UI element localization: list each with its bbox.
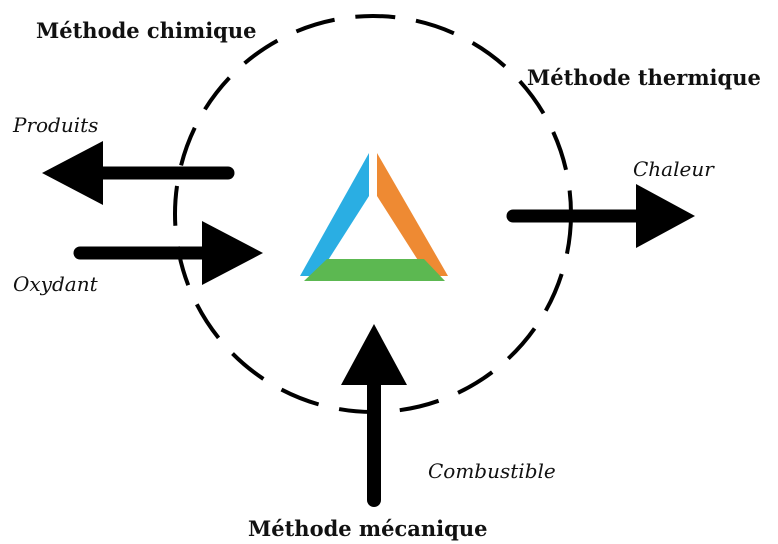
thermal-method-label: Méthode thermique [527, 65, 761, 90]
chemical-method-label: Méthode chimique [36, 18, 257, 43]
heat-label: Chaleur [633, 157, 714, 181]
mechanical-method-label: Méthode mécanique [248, 516, 488, 541]
products-arrow [42, 141, 235, 205]
fire-triangle [300, 153, 448, 281]
oxidant-arrow [73, 221, 263, 285]
triangle-right-side [377, 153, 448, 276]
fuel-arrow [341, 324, 407, 507]
products-label: Produits [13, 113, 99, 137]
triangle-left-side [300, 153, 369, 276]
oxidant-label: Oxydant [13, 272, 98, 296]
triangle-bottom-side [304, 259, 445, 281]
fuel-label: Combustible [428, 459, 556, 483]
heat-arrow [506, 184, 695, 248]
